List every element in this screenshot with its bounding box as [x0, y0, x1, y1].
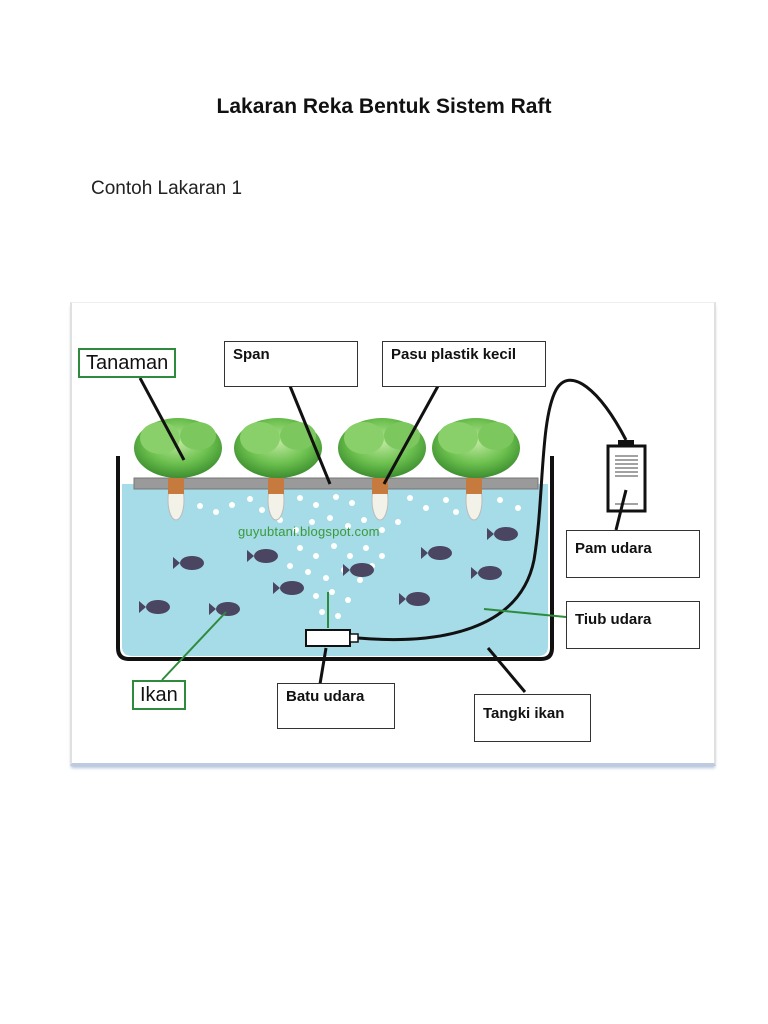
fish-9 [139, 600, 170, 614]
fish-7 [471, 566, 502, 580]
plant-4 [432, 418, 520, 521]
label-air-pump: Pam udara [566, 530, 700, 578]
page-subtitle: Contoh Lakaran 1 [91, 178, 243, 199]
label-fish: Ikan [132, 680, 186, 710]
page-title: Lakaran Reka Bentuk Sistem Raft [216, 95, 552, 118]
raft-board [133, 477, 539, 490]
air-bubbles [197, 494, 521, 619]
label-plant: Tanaman [78, 348, 177, 378]
label-sponge: Span [224, 341, 358, 387]
fish-tank [116, 456, 554, 661]
fish-1 [173, 556, 204, 570]
fish-6 [487, 527, 518, 541]
pointer-lines [138, 377, 628, 693]
air-tube [357, 378, 628, 642]
label-air-stone: Batu udara [277, 683, 395, 729]
label-air-tube: Tiub udara [566, 601, 700, 649]
fish-10 [209, 602, 240, 616]
air-pump [606, 440, 647, 513]
fish-group [139, 527, 518, 616]
air-stone [305, 629, 351, 647]
fish-3 [343, 563, 374, 577]
watermark-text: guyubtani.blogspot.com [238, 524, 380, 539]
fish-8 [399, 592, 430, 606]
plant-3 [338, 418, 426, 521]
fish-5 [421, 546, 452, 560]
label-small-pot: Pasu plastik kecil [382, 341, 546, 387]
fish-2 [247, 549, 278, 563]
plant-2 [234, 418, 322, 521]
label-fish-tank: Tangki ikan [474, 694, 591, 742]
fish-4 [273, 581, 304, 595]
